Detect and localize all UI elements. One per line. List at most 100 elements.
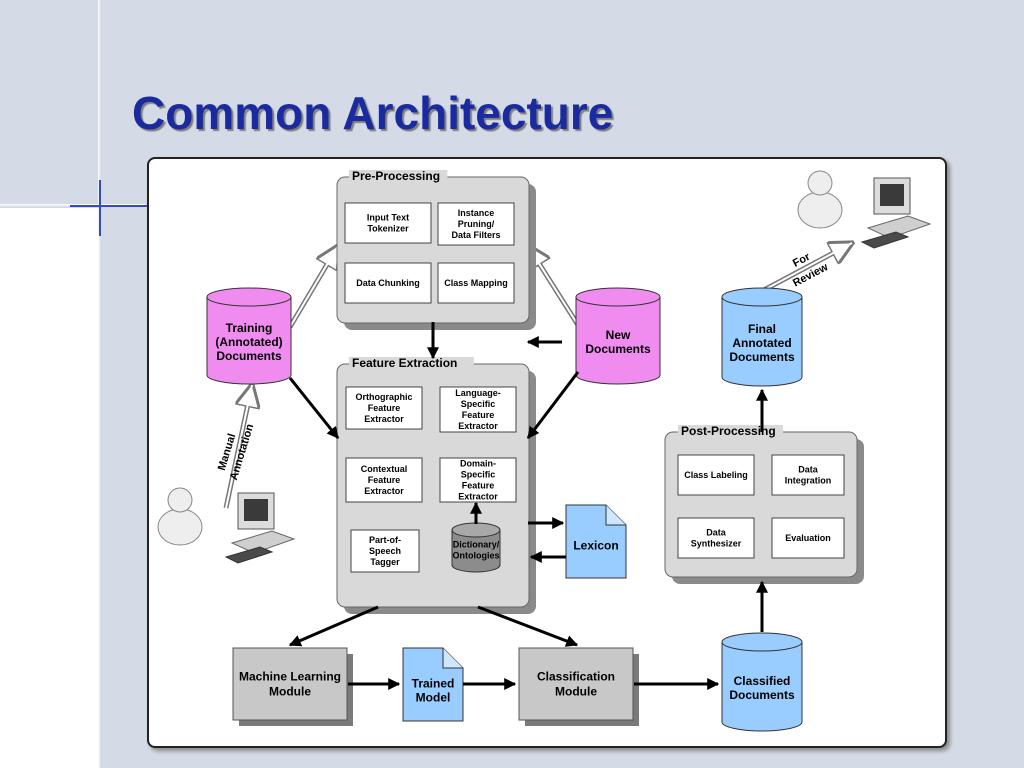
reviewer-computer-icon-screen (880, 184, 904, 206)
final-documents-cylinder-line: Documents (729, 350, 795, 364)
annotator-computer-icon-keyboard (224, 546, 274, 564)
classified-documents-cylinder-top (721, 632, 803, 652)
training-documents-cylinder-line: Training (226, 321, 273, 335)
new-docs-to-preprocessing-arrow-fill (527, 245, 579, 326)
input-text-tokenizer-box-line: Tokenizer (367, 224, 409, 234)
instance-pruning-box-line: Pruning/ (458, 219, 495, 229)
training-documents-cylinder (206, 297, 292, 385)
for-review-arrow-fill (763, 242, 853, 291)
contextual-feature-box-line: Contextual (361, 464, 408, 474)
contextual-feature-box-line: Extractor (364, 486, 404, 496)
lexicon-document-fold (605, 505, 626, 526)
class-labeling-box-line: Class Labeling (684, 470, 748, 480)
annotator-person-icon (157, 487, 203, 546)
domain-specific-feature-box-line: Extractor (458, 492, 498, 502)
trained-model-document-line: Trained (412, 677, 455, 691)
lexicon-document-label: Lexicon (573, 539, 618, 553)
feature-extraction-panel-title: Feature Extraction (352, 356, 457, 370)
slide-title: Common Architecture (132, 87, 614, 139)
pre-processing-panel-title: Pre-Processing (352, 169, 440, 183)
part-of-speech-tagger-box-line: Part-of- (369, 535, 401, 545)
domain-specific-feature-box-line: Specific (461, 470, 496, 480)
trained-model-document-line: Model (416, 691, 451, 705)
instance-pruning-box (437, 202, 515, 246)
language-specific-feature-box-line: Specific (461, 399, 496, 409)
dictionary-cylinder-top (451, 522, 501, 538)
dictionary-cylinder-line: Ontologies (453, 551, 500, 561)
feature-to-classification-arrow (477, 605, 579, 647)
data-integration-box-line: Data (798, 465, 819, 475)
training-to-preprocessing-arrow-fill (289, 245, 339, 328)
part-of-speech-tagger-box-line: Tagger (370, 557, 400, 567)
annotator-person-icon-body (157, 508, 203, 546)
contextual-feature-box-line: Feature (368, 475, 401, 485)
training-to-feature-arrow (288, 377, 340, 439)
classification-module-line: Module (555, 685, 597, 699)
new-documents-cylinder-line: Documents (585, 342, 651, 356)
language-specific-feature-box-line: Language- (455, 388, 501, 398)
reviewer-computer-icon-base (866, 215, 932, 239)
language-specific-feature-box-line: Feature (462, 410, 495, 420)
part-of-speech-tagger-box-line: Speech (369, 546, 401, 556)
training-documents-cylinder-line: Documents (216, 349, 282, 363)
training-documents-cylinder-line: (Annotated) (215, 335, 282, 349)
instance-pruning-box-line: Instance (458, 208, 495, 218)
classified-documents-cylinder-line: Classified (734, 674, 791, 688)
classification-module-line: Classification (537, 670, 615, 684)
final-documents-cylinder-top (721, 287, 803, 307)
orthographic-feature-box-line: Extractor (364, 414, 404, 424)
data-integration-box (771, 454, 845, 496)
data-synthesizer-box (677, 517, 755, 559)
orthographic-feature-box-line: Feature (368, 403, 401, 413)
new-documents-cylinder-top (575, 287, 661, 307)
pre-processing-panel-title-bg (349, 170, 448, 182)
reviewer-person-icon (797, 170, 843, 229)
reviewer-person-icon-head (807, 170, 833, 196)
data-synthesizer-box-line: Data (706, 528, 727, 538)
data-chunking-box (344, 262, 432, 304)
language-specific-feature-box (439, 386, 517, 433)
class-labeling-box (677, 454, 755, 496)
domain-specific-feature-box (439, 457, 517, 503)
slide-left-margin (0, 207, 98, 768)
reviewer-computer-icon-keyboard (860, 231, 910, 249)
final-documents-cylinder-line: Annotated (732, 336, 791, 350)
data-integration-box-line: Integration (785, 476, 832, 486)
dictionary-cylinder (451, 530, 501, 573)
class-mapping-box (437, 262, 515, 304)
dictionary-cylinder-line: Dictionary/ (453, 540, 500, 550)
new-documents-cylinder (575, 297, 661, 385)
classification-module (518, 647, 634, 721)
annotator-computer-icon-screen (244, 499, 268, 521)
trained-model-document-fold (442, 648, 463, 669)
data-chunking-box-line: Data Chunking (356, 278, 420, 288)
part-of-speech-tagger-box (350, 529, 420, 573)
instance-pruning-box-line: Data Filters (451, 230, 500, 240)
final-documents-cylinder (721, 297, 803, 387)
domain-specific-feature-box-line: Feature (462, 481, 495, 491)
annotator-computer-icon (224, 492, 296, 564)
feature-to-ml-arrow (288, 605, 379, 647)
post-processing-panel-title-bg (678, 425, 783, 437)
slide-crosshair-vertical (99, 180, 101, 236)
domain-specific-feature-box-line: Domain- (460, 459, 496, 469)
annotator-computer-icon-base (230, 530, 296, 554)
feature-extraction-panel-title-bg (349, 357, 474, 369)
orthographic-feature-box-line: Orthographic (355, 392, 412, 402)
orthographic-feature-box (345, 386, 423, 430)
new-documents-cylinder-line: New (606, 328, 631, 342)
classified-documents-cylinder (721, 642, 803, 732)
machine-learning-module-line: Module (269, 685, 311, 699)
input-text-tokenizer-box-line: Input Text (367, 213, 409, 223)
reviewer-computer-icon (860, 177, 932, 249)
new-docs-to-feature-arrow (526, 371, 580, 439)
input-text-tokenizer-box (344, 202, 432, 244)
training-documents-cylinder-top (206, 287, 292, 307)
class-mapping-box-line: Class Mapping (444, 278, 508, 288)
machine-learning-module-line: Machine Learning (239, 670, 341, 684)
contextual-feature-box (345, 457, 423, 503)
data-synthesizer-box-line: Synthesizer (691, 539, 742, 549)
annotator-person-icon-head (167, 487, 193, 513)
slide-vertical-rule (98, 0, 102, 768)
